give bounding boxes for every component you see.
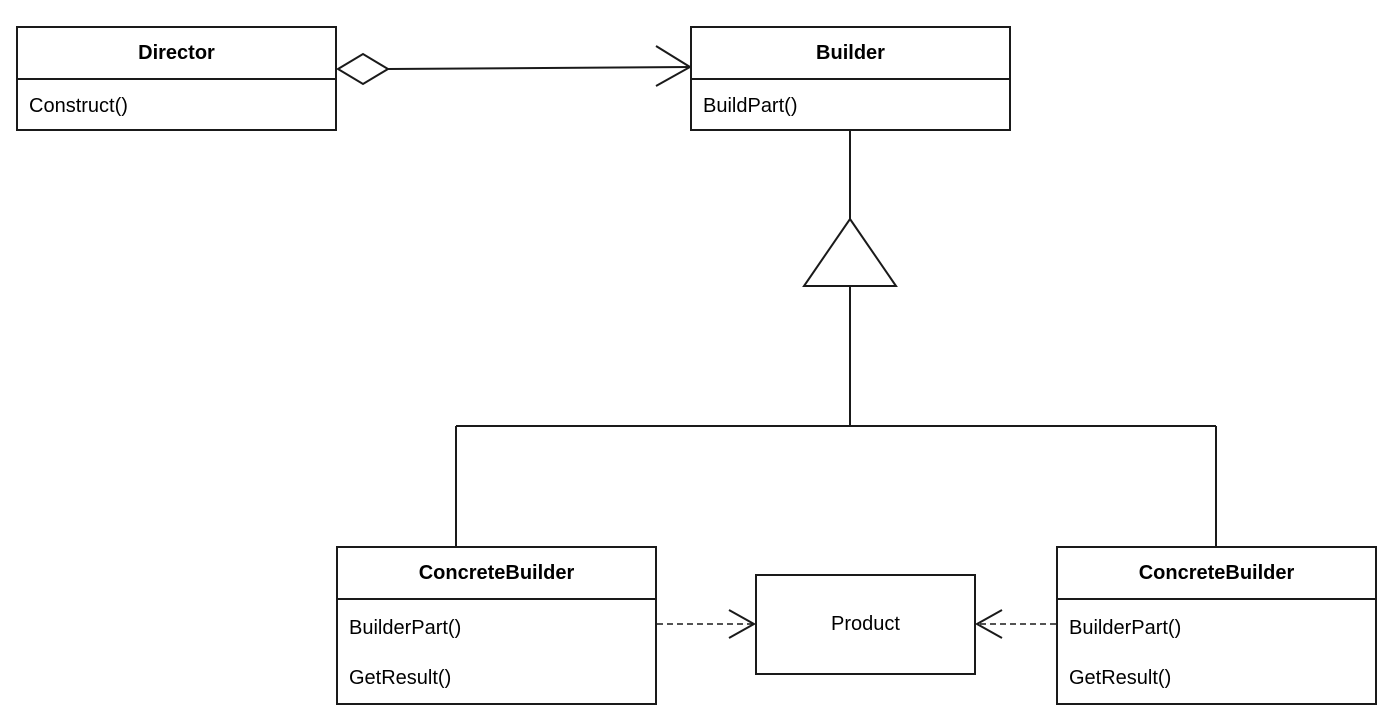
aggregation-diamond [336, 52, 390, 86]
operations-compartment: BuilderPart() GetResult() [1058, 600, 1375, 703]
aggregation-line [387, 66, 691, 70]
class-name: Director [18, 28, 335, 80]
class-builder[interactable]: Builder BuildPart() [690, 26, 1011, 131]
operations-compartment: BuilderPart() GetResult() [338, 600, 655, 703]
aggregation-director-builder [336, 45, 692, 87]
class-director[interactable]: Director Construct() [16, 26, 337, 131]
operation: BuilderPart() [1069, 617, 1182, 639]
class-name: Builder [692, 28, 1009, 80]
operation: Construct() [29, 95, 128, 117]
class-name: ConcreteBuilder [1058, 548, 1375, 600]
operation: BuildPart() [703, 95, 798, 117]
generalization-triangle [802, 217, 898, 287]
dependency-left-product [657, 609, 757, 639]
dependency-arrowhead-left [728, 609, 757, 639]
dependency-right-product [974, 609, 1056, 639]
class-name: Product [831, 613, 900, 635]
operation: GetResult() [349, 667, 452, 689]
operation: BuilderPart() [349, 617, 462, 639]
dependency-arrowhead-right [974, 609, 1003, 639]
aggregation-open-arrowhead [655, 45, 692, 87]
class-concrete-builder-right[interactable]: ConcreteBuilder BuilderPart() GetResult(… [1056, 546, 1377, 705]
operation: GetResult() [1069, 667, 1172, 689]
generalization-tree [455, 130, 1217, 546]
operations-compartment: Construct() [18, 80, 335, 132]
class-name: ConcreteBuilder [338, 548, 655, 600]
class-concrete-builder-left[interactable]: ConcreteBuilder BuilderPart() GetResult(… [336, 546, 657, 705]
class-product[interactable]: Product [755, 574, 976, 675]
operations-compartment: BuildPart() [692, 80, 1009, 132]
